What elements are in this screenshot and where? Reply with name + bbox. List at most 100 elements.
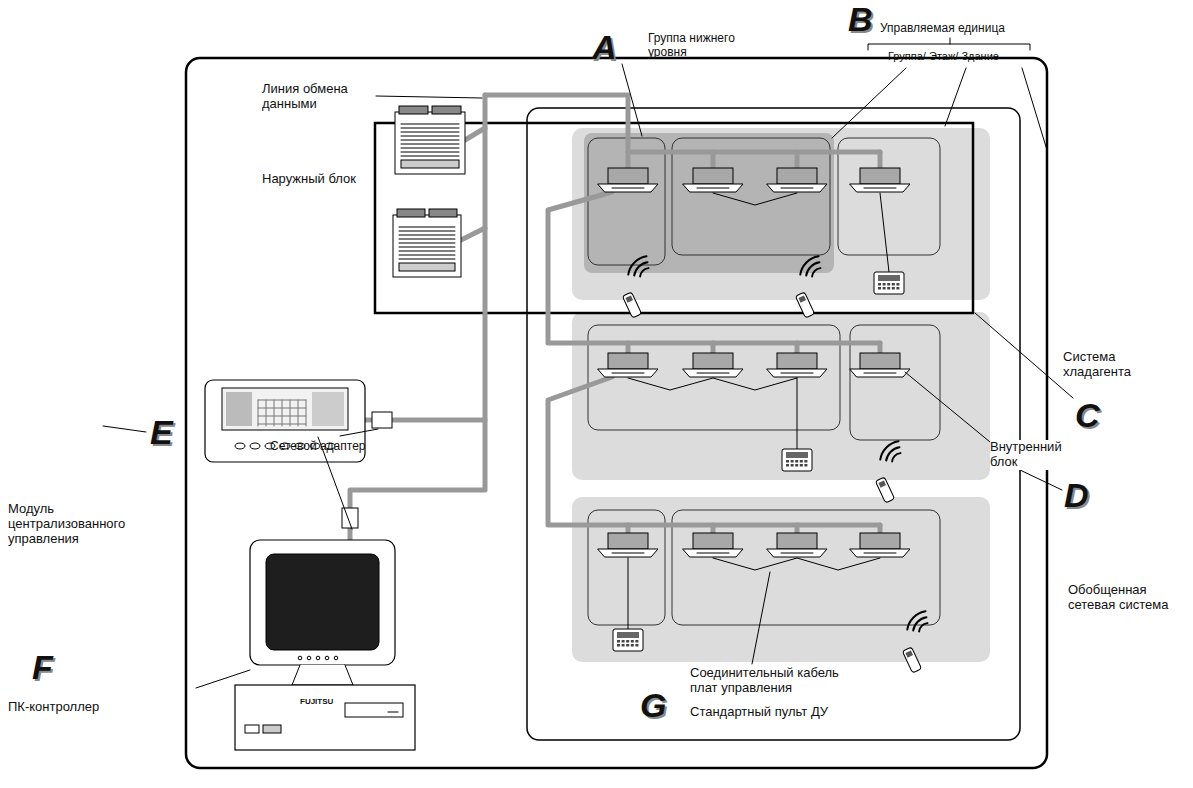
indoor-louvre [864,373,896,374]
leader-line [945,68,966,126]
outdoor-grille [401,156,459,157]
outdoor-grille [401,140,459,141]
screen-grid [290,400,291,426]
module-body [205,380,365,462]
screen-grid [258,400,259,426]
indoor-louvre [781,553,813,554]
indoor-unit [850,533,910,557]
screen-panel [226,392,252,426]
unit-label: Группа/ Этаж/ Здание [888,50,999,63]
screen-grid [258,416,306,417]
remote-key [622,640,625,643]
leader-line [1020,470,1062,490]
monitor-stand [292,665,353,685]
remote-handset [902,647,921,673]
communication-line [795,152,800,168]
remote-cable [797,378,798,449]
part-label: Соединительный кабель плат управления [690,666,865,696]
indoor-louvre [781,188,813,189]
indoor-panel [598,369,658,377]
module-screen [222,388,348,430]
outdoor-grille [401,136,459,137]
indoor-unit [683,168,743,192]
indoor-body [693,353,733,369]
indoor-unit [767,168,827,192]
pc-controller [235,540,415,750]
leader-line [196,670,250,688]
indoor-louvre [697,373,729,374]
communication-line [628,150,880,155]
signal-wave [919,623,927,631]
floor-band [572,312,990,480]
control-cable [713,193,797,205]
wireless-remote [902,611,927,673]
indoor-body [860,168,900,184]
part-label: Стандартный пульт ДУ [690,705,828,720]
wireless-remote [622,256,648,318]
indoor-unit [683,533,743,557]
remote-screen [617,632,639,638]
outdoor-unit [395,106,465,174]
remote-key [626,644,629,647]
outdoor-grille [399,247,455,248]
remote-key [617,640,620,643]
indoor-louvre [612,373,644,374]
outdoor-grille [401,144,459,145]
signal-wave [806,262,819,275]
leader-line [832,68,906,138]
monitor-button [334,656,338,660]
indoor-body [608,168,648,184]
outdoor-grille [399,243,455,244]
monitor-button [325,656,329,660]
communication-line [711,343,716,353]
central-control-module [205,380,365,462]
indoor-panel [683,549,743,557]
signal-wave [913,617,926,630]
outdoor-grille [401,128,459,129]
remote-body [622,292,641,318]
module-button [235,443,245,449]
remote-key [626,640,629,643]
communication-line [878,525,883,533]
signal-wave [634,262,647,275]
remote-body [874,272,904,294]
callout-letter: E [150,415,173,449]
remote-key [878,283,881,286]
pc-button [245,725,259,733]
outdoor-grille [399,231,455,232]
remote-key [791,464,794,467]
wireless-remote [875,441,900,503]
indoor-unit [598,168,658,192]
remote-key [896,287,899,290]
outdoor-fan [429,209,457,217]
indoor-unit [683,353,743,377]
remote-body [782,449,812,471]
communication-line [485,95,628,168]
remote-handset [875,477,894,503]
signal-wave [886,447,899,460]
indoor-body [608,353,648,369]
part-label: Внутренний блок [990,440,1070,470]
pc-case [235,685,415,750]
outdoor-unit [393,209,461,277]
leader-line [376,96,482,98]
part-label: ПК-контроллер [8,700,99,715]
signal-wave [800,256,818,274]
outdoor-grille [401,148,459,149]
outdoor-base [401,160,459,168]
remote-screen [905,651,913,658]
signal-wave [880,441,898,459]
remote-key [887,283,890,286]
indoor-body [777,533,817,549]
indoor-unit [850,353,910,377]
remote-key [631,644,634,647]
screen-grid [306,400,307,426]
indoor-panel [598,184,658,192]
outdoor-grille [399,235,455,236]
callout-letter: D [1064,478,1089,512]
outdoor-fan [432,106,461,114]
screen-panel [312,392,344,426]
indoor-panel [850,549,910,557]
brand-label: FUJITSU [300,697,333,706]
